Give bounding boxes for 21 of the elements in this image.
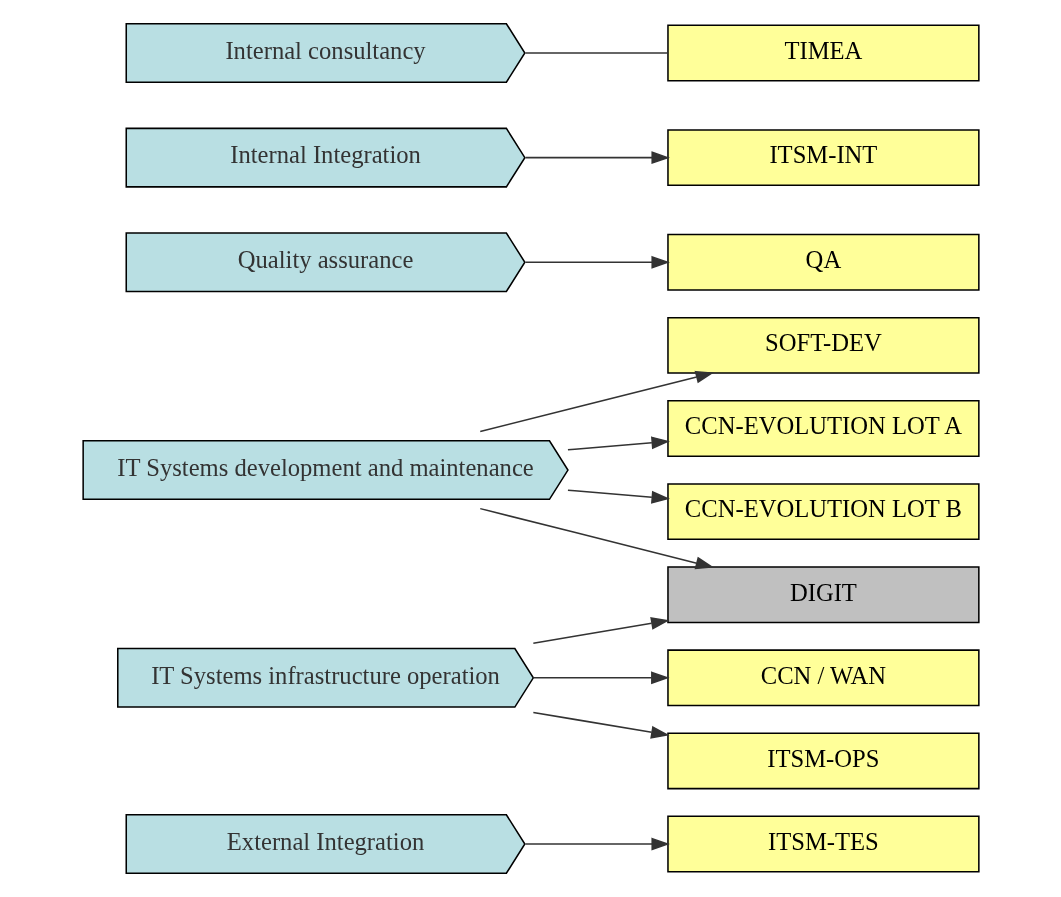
arrow (524, 255, 670, 269)
arrow (478, 507, 714, 570)
node-box: CCN-EVOLUTION LOT A (666, 400, 980, 457)
arrow (532, 616, 670, 644)
arrow (566, 436, 670, 451)
node-box: TIMEA (666, 24, 980, 82)
node-box: ITSM-OPS (666, 732, 980, 790)
arrow (478, 370, 714, 433)
node-box: CCN-EVOLUTION LOT B (666, 483, 980, 541)
node-box: SOFT-DEV (666, 316, 980, 374)
arrow (532, 671, 670, 685)
node-box: DIGIT (666, 566, 980, 624)
connector (524, 52, 668, 54)
arrow (532, 711, 670, 739)
arrow (566, 489, 670, 504)
node-box: ITSM-INT (666, 129, 980, 187)
node-box: ITSM-TES (666, 815, 980, 873)
node-box: QA (666, 233, 980, 291)
arrow (524, 837, 670, 851)
arrow (524, 151, 670, 165)
node-box: CCN / WAN (666, 649, 980, 707)
